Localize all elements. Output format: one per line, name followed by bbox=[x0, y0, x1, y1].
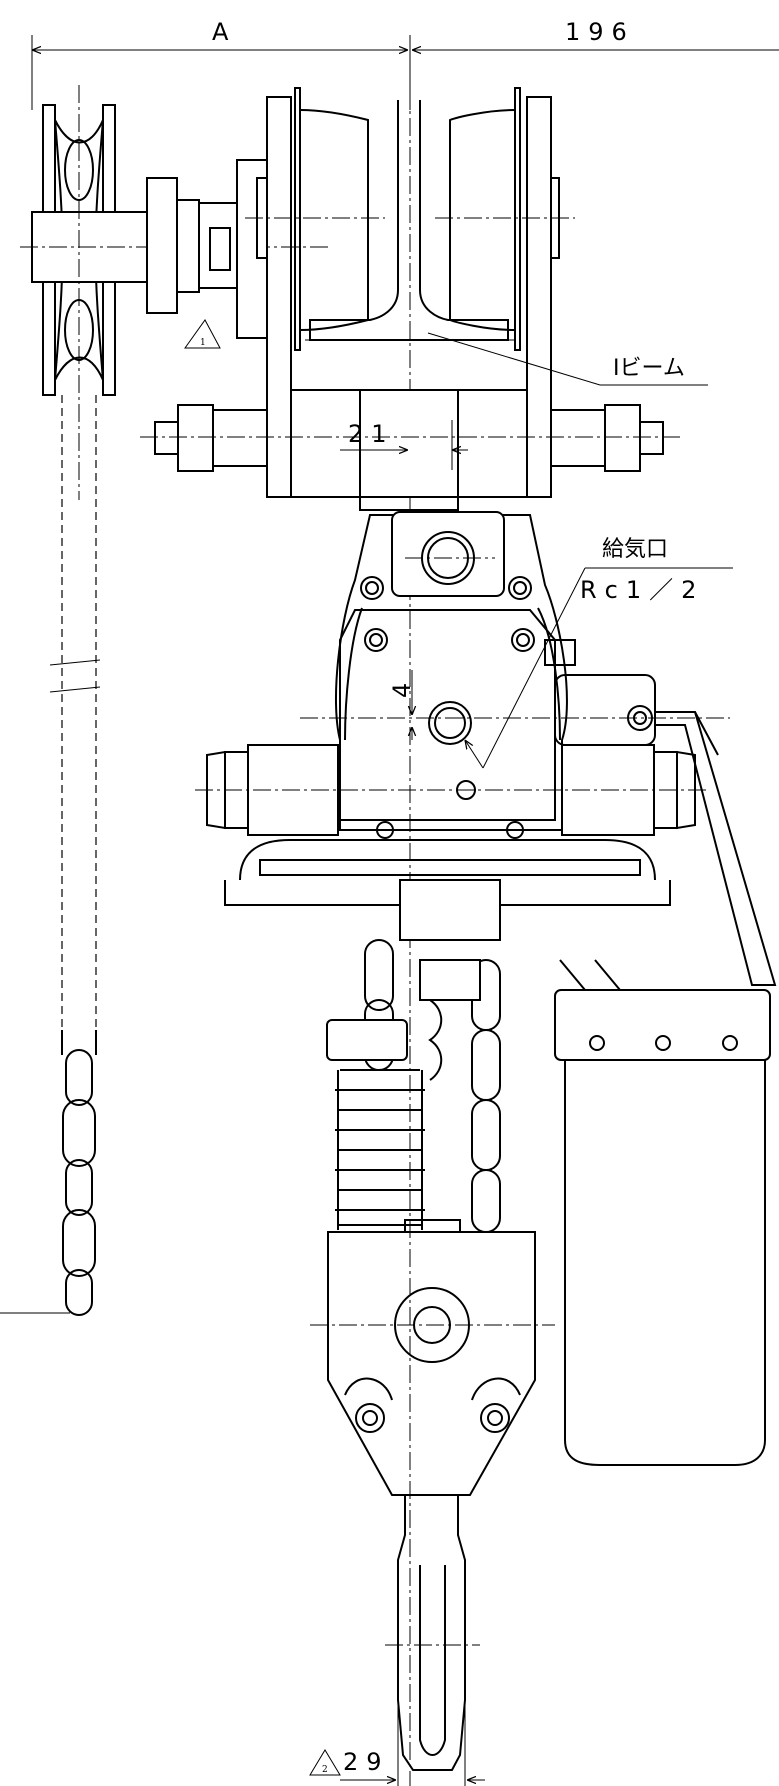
air-motor-cylinders bbox=[195, 744, 710, 839]
dim-29-label: 29 bbox=[343, 1748, 390, 1776]
load-chain-left bbox=[326, 939, 425, 1230]
svg-text:2: 2 bbox=[322, 1765, 328, 1775]
trolley-wheels bbox=[245, 87, 575, 351]
load-chain-right bbox=[419, 959, 501, 1233]
hand-chain bbox=[0, 395, 101, 1316]
dim-a-label: A bbox=[212, 18, 236, 46]
chain-bucket bbox=[554, 959, 771, 1466]
dim-29 bbox=[340, 1705, 485, 1786]
i-beam-label: Iビーム bbox=[613, 356, 685, 381]
air-inlet-leader bbox=[482, 567, 586, 769]
dim-196-label: 196 bbox=[565, 18, 635, 46]
hook-shank bbox=[385, 1495, 480, 1771]
i-beam bbox=[305, 100, 515, 341]
air-inlet-port bbox=[300, 701, 730, 745]
dim-21-label: 21 bbox=[348, 420, 395, 448]
hook-block bbox=[310, 1219, 555, 1496]
trolley-axle bbox=[140, 404, 680, 472]
top-dimension-lines bbox=[31, 35, 779, 110]
dim-21 bbox=[340, 420, 468, 470]
hoist-body bbox=[335, 511, 656, 831]
air-inlet-label: 給気口 bbox=[602, 537, 668, 562]
air-inlet-thread-label: Rc1／2 bbox=[580, 576, 704, 604]
i-beam-leader bbox=[427, 332, 601, 386]
svg-text:1: 1 bbox=[200, 338, 206, 348]
dim-4-label: 4 bbox=[388, 675, 416, 698]
revision-mark-1: 1 bbox=[184, 319, 221, 349]
revision-mark-2: 2 bbox=[309, 1749, 341, 1776]
chain-guard-bar bbox=[224, 839, 671, 941]
control-arm bbox=[655, 711, 777, 986]
trolley-frame bbox=[266, 96, 552, 511]
